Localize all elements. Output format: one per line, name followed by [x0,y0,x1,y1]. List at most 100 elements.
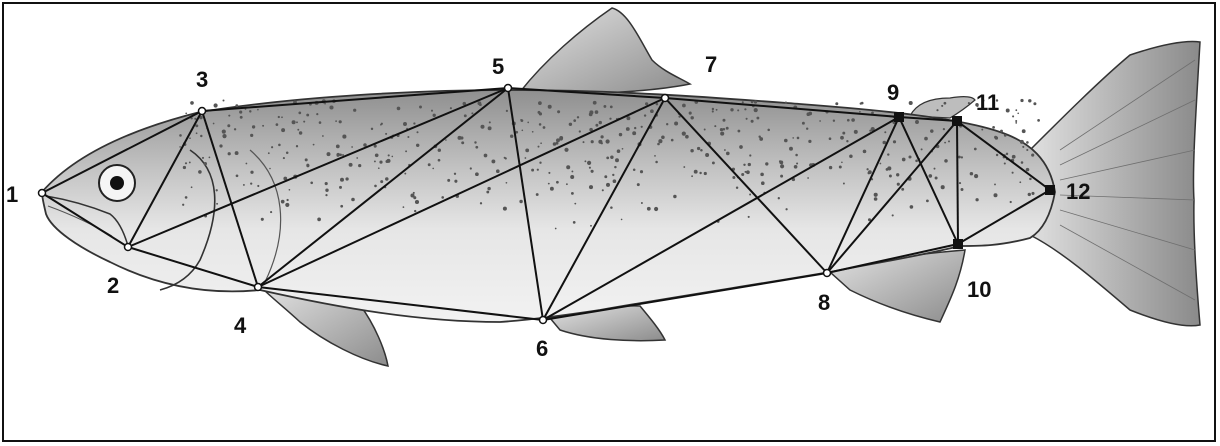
body-spot [336,145,340,149]
tail-fin [1030,42,1200,326]
body-spot [599,121,602,124]
body-spot [416,131,418,133]
body-spot [296,121,298,123]
body-spot [761,181,765,185]
body-spot [185,162,187,164]
body-spot [1026,168,1030,172]
body-spot [391,156,393,158]
body-spot [716,109,718,111]
body-spot [961,188,964,191]
body-spot [227,124,230,127]
body-spot [550,187,554,191]
body-spot [240,116,243,119]
body-spot [697,147,700,150]
body-spot [796,162,798,164]
body-spot [306,164,309,167]
body-spot [1004,162,1006,164]
landmark-label-1: 1 [6,182,18,207]
body-spot [571,170,573,172]
body-spot [1026,141,1029,144]
body-spot [723,119,726,122]
body-spot [487,187,490,190]
body-spot [609,118,611,120]
body-spot [797,137,800,140]
body-spot [537,169,539,171]
body-spot [519,200,522,203]
body-spot [289,189,291,191]
body-spot [548,172,550,174]
body-spot [185,112,187,114]
body-spot [974,148,977,151]
body-spot [190,101,194,105]
landmark-point-1 [39,190,46,197]
body-spot [737,109,739,111]
body-spot [941,105,943,107]
body-spot [503,207,507,211]
body-spot [610,155,613,158]
body-spot [351,146,353,148]
body-spot [219,144,222,147]
body-spot [745,171,747,173]
body-spot [756,117,759,120]
body-spot [337,154,340,157]
body-spot [342,135,346,139]
body-spot [438,149,441,152]
body-spot [842,132,845,135]
body-spot [299,131,302,134]
body-spot [749,194,751,196]
body-spot [591,140,594,143]
body-spot [621,219,623,221]
body-spot [751,120,754,123]
body-spot [252,125,255,128]
body-spot [374,160,376,162]
body-spot [970,172,973,175]
body-spot [573,221,576,224]
body-spot [214,103,218,107]
body-spot [690,116,693,119]
body-spot [641,126,643,128]
body-spot [441,196,444,199]
body-spot [839,166,842,169]
body-spot [612,174,614,176]
landmark-point-9 [894,112,904,122]
body-spot [556,142,559,145]
body-spot [388,154,390,156]
body-spot [525,157,527,159]
body-spot [195,124,198,127]
body-spot [1015,120,1017,122]
body-spot [340,205,343,208]
body-spot [278,116,280,118]
body-spot [432,168,434,170]
landmark-label-10: 10 [967,277,991,302]
body-spot [506,110,508,112]
body-spot [1006,109,1010,113]
body-spot [754,100,757,103]
body-spot [179,146,181,148]
body-spot [647,207,651,211]
body-spot [475,172,479,176]
body-spot [185,196,188,199]
body-spot [792,137,794,139]
body-spot [196,132,198,134]
body-spot [720,128,723,131]
body-spot [948,140,950,142]
body-spot [489,121,491,123]
body-spot [319,121,322,124]
body-spot [404,173,406,175]
body-spot [598,140,602,144]
body-spot [748,216,750,218]
dorsal-fin [520,8,690,94]
body-spot [223,100,225,102]
body-spot [1021,161,1024,164]
body-spot [281,116,283,118]
body-spot [281,200,285,204]
body-spot [250,134,253,137]
body-spot [606,183,610,187]
body-spot [339,153,342,156]
body-spot [261,218,264,221]
body-spot [1037,119,1040,122]
body-spot [358,164,361,167]
body-spot [539,162,541,164]
body-spot [595,110,599,114]
body-spot [564,148,568,152]
